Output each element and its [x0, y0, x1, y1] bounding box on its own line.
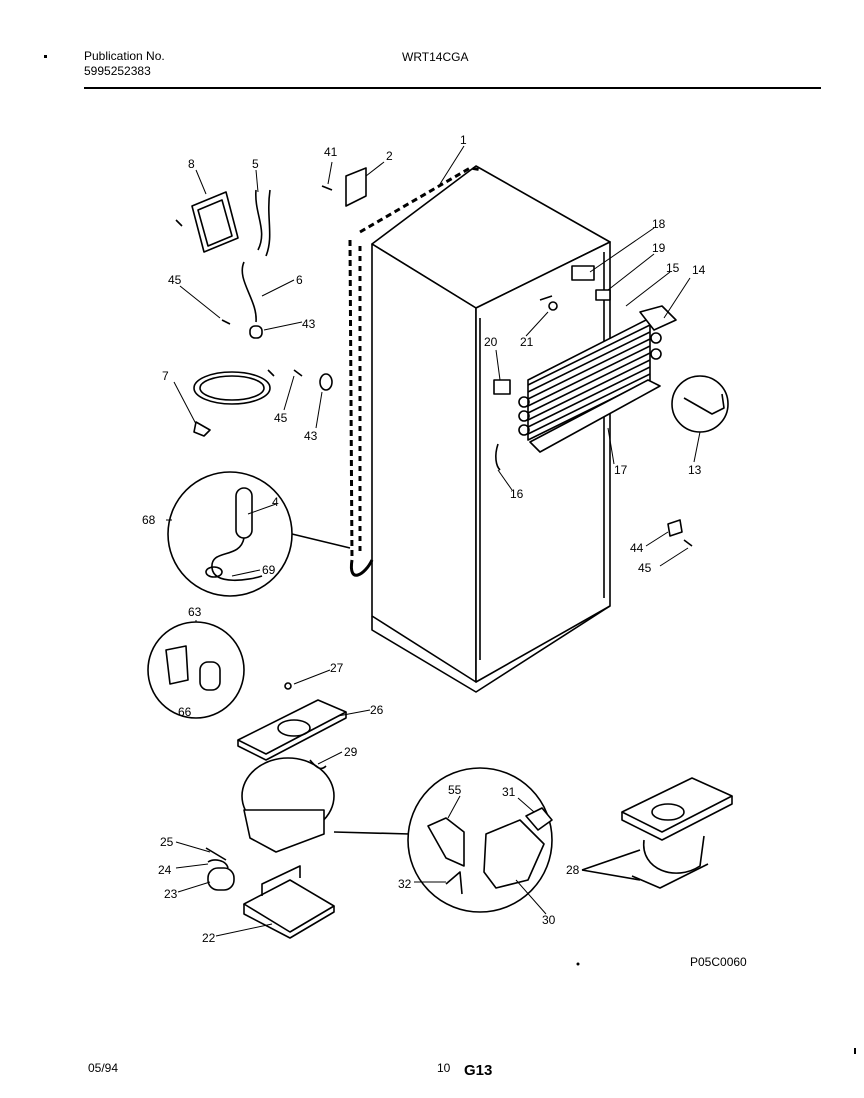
callout-5: 5 [252, 157, 259, 171]
callout-45-c: 45 [638, 561, 652, 575]
callout-63: 63 [188, 605, 202, 619]
callout-13: 13 [688, 463, 702, 477]
callout-69: 69 [262, 563, 276, 577]
model-number: WRT14CGA [402, 50, 469, 64]
callout-21: 21 [520, 335, 534, 349]
corner-mark [44, 55, 47, 58]
header-rule [84, 87, 821, 89]
callout-14: 14 [692, 263, 706, 277]
callout-8: 8 [188, 157, 195, 171]
right-edge-mark [854, 1048, 856, 1054]
compressor-assembly [581, 777, 733, 889]
top-left-parts [175, 167, 367, 437]
callout-44: 44 [630, 541, 644, 555]
small-dot-mark [576, 962, 580, 966]
callout-43-a: 43 [302, 317, 316, 331]
callout-41: 41 [324, 145, 338, 159]
callout-2: 2 [386, 149, 393, 163]
callout-31: 31 [502, 785, 516, 799]
refrigerator-cabinet [371, 165, 611, 693]
callout-27: 27 [330, 661, 344, 675]
callout-labels: 1 2 41 8 5 6 45 43 7 45 43 4 68 69 63 66… [142, 133, 706, 945]
callout-29: 29 [344, 745, 358, 759]
callout-43-b: 43 [304, 429, 318, 443]
callout-26: 26 [370, 703, 384, 717]
callout-24: 24 [158, 863, 172, 877]
publication-number: 5995252383 [84, 64, 151, 78]
leader-lines [166, 145, 701, 937]
callout-28: 28 [566, 863, 580, 877]
callout-68: 68 [142, 513, 156, 527]
detail-circle-13 [671, 375, 729, 433]
evaporator [518, 316, 662, 453]
callout-23: 23 [164, 887, 178, 901]
callout-30: 30 [542, 913, 556, 927]
callout-32: 32 [398, 877, 412, 891]
callout-6: 6 [296, 273, 303, 287]
publication-label: Publication No. [84, 49, 165, 63]
callout-1: 1 [460, 133, 467, 147]
callout-45-a: 45 [168, 273, 182, 287]
page-code: G13 [464, 1062, 493, 1079]
callout-55: 55 [448, 783, 462, 797]
callout-17: 17 [614, 463, 628, 477]
thermostat-part [493, 265, 677, 471]
callout-22: 22 [202, 931, 216, 945]
page-number: 10 [437, 1061, 451, 1075]
callout-15: 15 [666, 261, 680, 275]
callout-19: 19 [652, 241, 666, 255]
figure-code: P05C0060 [690, 955, 747, 969]
drain-pan [237, 682, 347, 761]
callout-45-b: 45 [274, 411, 288, 425]
detail-circle-63 [147, 621, 245, 719]
callout-66: 66 [178, 705, 192, 719]
callout-16: 16 [510, 487, 524, 501]
compressor [205, 757, 411, 891]
condenser-coil [348, 166, 483, 577]
callout-7: 7 [162, 369, 169, 383]
callout-25: 25 [160, 835, 174, 849]
compressor-bracket [243, 865, 335, 939]
footer-date: 05/94 [88, 1061, 119, 1075]
callout-4: 4 [272, 495, 279, 509]
callout-18: 18 [652, 217, 666, 231]
callout-20: 20 [484, 335, 498, 349]
detail-circle-68 [167, 471, 293, 597]
